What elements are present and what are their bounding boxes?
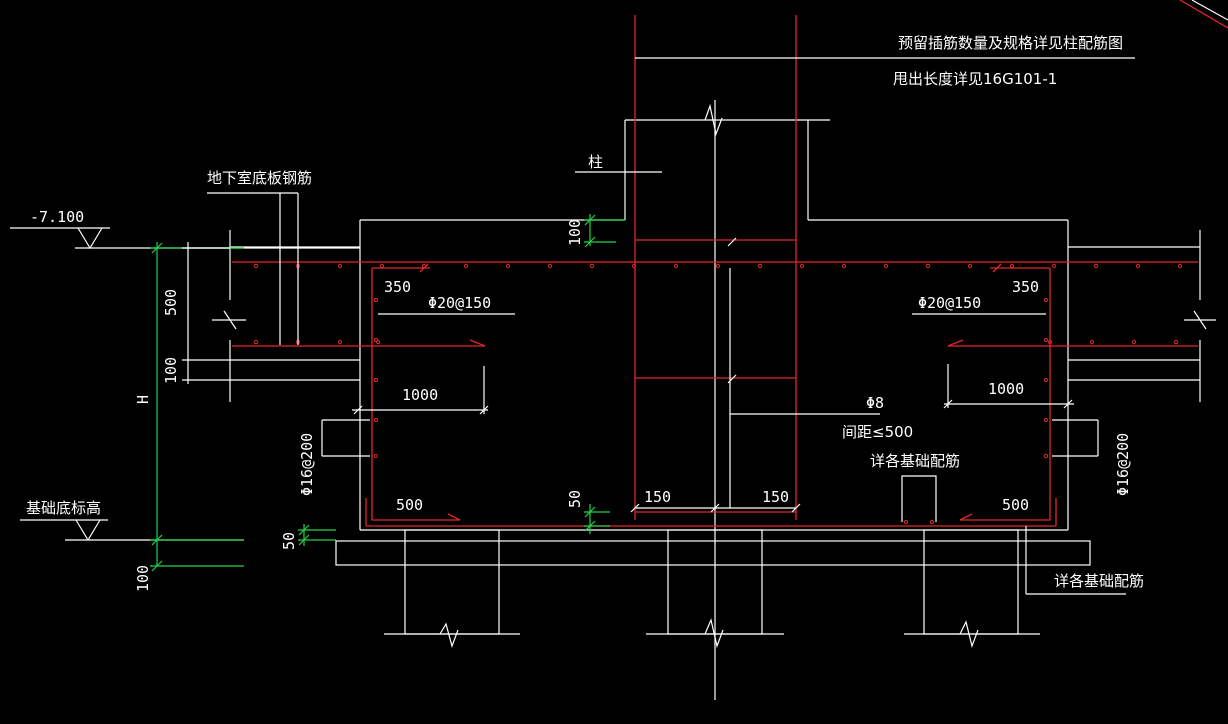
side-rebar-right-leader bbox=[1052, 419, 1099, 457]
piles bbox=[384, 529, 1040, 649]
rebar-dot bbox=[1051, 263, 1057, 269]
foundation-rebar-cage bbox=[365, 267, 1057, 527]
rebar-dot bbox=[1043, 297, 1049, 303]
foundation-outline bbox=[359, 220, 1069, 531]
detail-foundation-rebar-leader bbox=[1025, 526, 1126, 595]
rebar-dot bbox=[1173, 339, 1179, 345]
note-reserved-bars: 预留插筋数量及规格详见柱配筋图 bbox=[898, 34, 1123, 52]
side-rebar-left-label: Φ16@200 bbox=[298, 433, 316, 496]
stirrup-phi8: Φ8 bbox=[866, 394, 884, 412]
top-rebar-dots bbox=[253, 263, 1183, 269]
slab-rebar-leader bbox=[207, 192, 299, 345]
slab-rebars bbox=[232, 261, 1198, 347]
dim-H: H bbox=[134, 395, 152, 404]
rebar-dot bbox=[1135, 263, 1141, 269]
rebar-dot bbox=[799, 263, 805, 269]
elevation-marker-top bbox=[10, 227, 360, 250]
side-rebar-left-leader bbox=[321, 419, 370, 457]
corner-diagonal-lines bbox=[1179, 0, 1228, 29]
dim-100-top: 100 bbox=[566, 219, 584, 246]
dim-1000-marks bbox=[352, 364, 1074, 415]
basement-slab-rebar-label: 地下室底板钢筋 bbox=[207, 169, 312, 187]
rebar-dot bbox=[337, 339, 343, 345]
dim-100-bottom: 100 bbox=[134, 565, 152, 592]
rebar-dot bbox=[967, 263, 973, 269]
dim-500-right: 500 bbox=[1002, 496, 1029, 514]
column-label: 柱 bbox=[588, 153, 603, 171]
foundation-bottom-elevation-label: 基础底标高 bbox=[26, 499, 101, 517]
detail-foundation-rebar-top: 详各基础配筋 bbox=[870, 452, 960, 470]
rebar-dot bbox=[925, 263, 931, 269]
rebar-dot bbox=[757, 263, 763, 269]
column-reserved-rebars bbox=[634, 15, 797, 520]
rebar-dot bbox=[883, 263, 889, 269]
rebar-dot bbox=[1177, 263, 1183, 269]
dim-150-marks bbox=[630, 503, 801, 513]
rebar-dot bbox=[337, 263, 343, 269]
rebar-dot bbox=[373, 377, 379, 383]
column-outline bbox=[360, 103, 1068, 221]
dim-500-left: 500 bbox=[396, 496, 423, 514]
rebar-top-right-label: Φ20@150 bbox=[918, 294, 981, 312]
rebar-dot bbox=[547, 263, 553, 269]
dim-100-column bbox=[584, 214, 625, 248]
rebar-dot bbox=[1043, 377, 1049, 383]
dim-350-right: 350 bbox=[1012, 278, 1039, 296]
elevation-slab-top: -7.100 bbox=[30, 208, 84, 226]
dim-500-slab: 500 bbox=[162, 289, 180, 316]
rebar-dot bbox=[253, 339, 259, 345]
foundation-rebar-bracket bbox=[901, 475, 937, 522]
rebar-dot bbox=[1043, 417, 1049, 423]
dim-100-mid: 100 bbox=[162, 357, 180, 384]
rebar-dot bbox=[1093, 263, 1099, 269]
basement-slab-left bbox=[212, 230, 360, 402]
rebar-dot bbox=[505, 263, 511, 269]
side-rebar-right-label: Φ16@200 bbox=[1114, 433, 1132, 496]
rebar-dot bbox=[929, 519, 935, 525]
rebar-dot bbox=[903, 519, 909, 525]
rebar-top-left-label: Φ20@150 bbox=[428, 294, 491, 312]
stirrup-spacing: 间距≤500 bbox=[842, 423, 913, 441]
dim-150-left: 150 bbox=[644, 488, 671, 506]
rebar-dot bbox=[1043, 337, 1049, 343]
dim-1000-left: 1000 bbox=[402, 386, 438, 404]
rebar-dot bbox=[1009, 263, 1015, 269]
rebar-dot bbox=[463, 263, 469, 269]
dim-350-marks bbox=[419, 263, 1002, 273]
dim-1000-right: 1000 bbox=[988, 380, 1024, 398]
detail-foundation-rebar-right: 详各基础配筋 bbox=[1054, 572, 1144, 590]
dim-50-inner-marks bbox=[584, 504, 610, 534]
rebar-dot bbox=[673, 263, 679, 269]
note-extension-length: 甩出长度详见16G101-1 bbox=[893, 70, 1057, 88]
dim-50-bottom-marks bbox=[298, 524, 336, 546]
basement-slab-right bbox=[1068, 230, 1216, 402]
dim-50-inner: 50 bbox=[566, 490, 584, 508]
rebar-dot bbox=[1089, 339, 1095, 345]
elevation-marker-bottom bbox=[20, 519, 244, 542]
rebar-dot bbox=[1043, 453, 1049, 459]
rebar-dot bbox=[379, 263, 385, 269]
cushion-layer bbox=[335, 540, 1091, 566]
rebar-dot bbox=[589, 263, 595, 269]
rebar-dot bbox=[715, 263, 721, 269]
rebar-dot bbox=[373, 453, 379, 459]
rebar-dot bbox=[253, 263, 259, 269]
rebar-dot bbox=[373, 297, 379, 303]
left-dimension-lines bbox=[150, 242, 244, 572]
rebar-dot bbox=[373, 337, 379, 343]
rebar-dot bbox=[631, 263, 637, 269]
rebar-dot bbox=[841, 263, 847, 269]
dim-150-right: 150 bbox=[762, 488, 789, 506]
bottom-rebar-dots bbox=[253, 297, 1179, 525]
rebar-dot bbox=[1131, 339, 1137, 345]
rebar-dot bbox=[373, 417, 379, 423]
dim-50-bottom: 50 bbox=[280, 532, 298, 550]
dim-350-left: 350 bbox=[384, 278, 411, 296]
